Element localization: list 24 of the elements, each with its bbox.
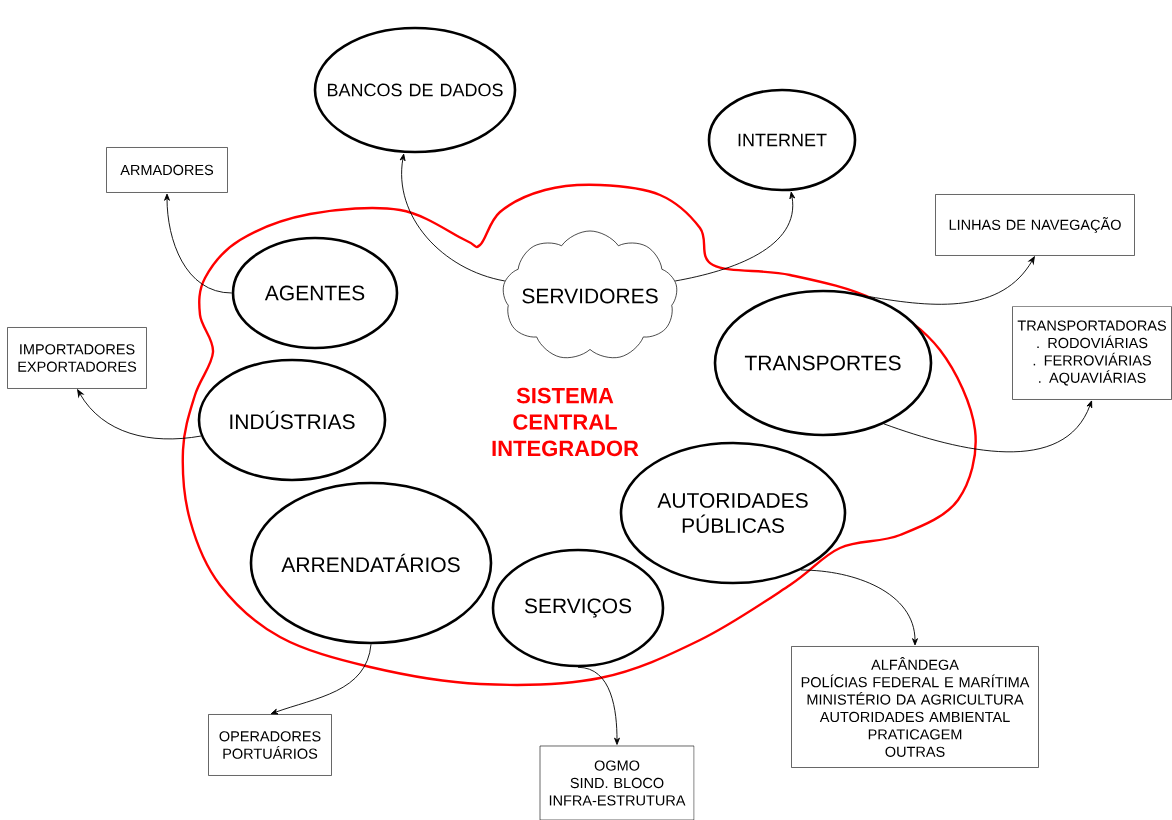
ellipse-node: BANCOS DE DADOS — [313, 26, 517, 154]
ellipse-node: AGENTES — [231, 236, 399, 350]
cloud-node: SERVIDORES — [502, 230, 678, 359]
text-box: OGMO SIND. BLOCO INFRA-ESTRUTURA — [539, 745, 695, 820]
arrow — [883, 400, 1093, 453]
text-box: OPERADORES PORTUÁRIOS — [208, 714, 332, 776]
arrow — [800, 569, 918, 646]
arrow — [674, 191, 796, 282]
arrow — [270, 643, 372, 715]
ellipse-node: ARRENDATÁRIOS — [249, 481, 493, 645]
arrow — [869, 256, 1035, 305]
arrow — [399, 153, 506, 282]
ellipse-node: INTERNET — [707, 88, 857, 192]
text-box: LINHAS DE NAVEGAÇÃO — [935, 194, 1135, 256]
ellipse-node: TRANSPORTES — [713, 289, 933, 437]
text-box: TRANSPORTADORAS . RODOVIÁRIAS . FERROVIÁRIAS . AQUAVIÁRIAS — [1012, 306, 1172, 400]
ellipse-node: SERVIÇOS — [491, 548, 665, 668]
text-box: ALFÂNDEGA POLÍCIAS FEDERAL E MARÍTIMA MINISTÉRIO DA AGRICULTURA AUTORIDADES AMBIENTAL PRATICAGEM OUTRAS — [791, 646, 1039, 768]
text-box: ARMADORES — [106, 147, 228, 193]
arrow — [577, 666, 620, 745]
ellipse-node: INDÚSTRIAS — [197, 358, 387, 482]
text-box: IMPORTADORES EXPORTADORES — [7, 327, 147, 389]
arrow — [164, 193, 233, 294]
arrow — [77, 389, 202, 440]
